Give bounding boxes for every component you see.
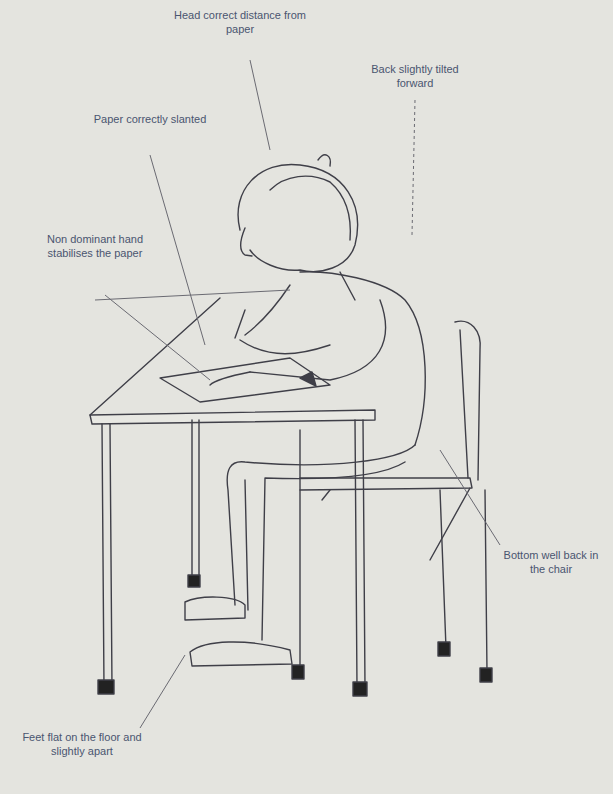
callout-label: Head correct distance from paper [165, 8, 315, 36]
callout-label: Back slightly tilted forward [355, 62, 475, 90]
leader-lines [95, 60, 500, 728]
callout-label: Bottom well back in the chair [495, 548, 607, 576]
callout-label: Non dominant hand stabilises the paper [40, 232, 150, 260]
callout-label: Paper correctly slanted [90, 112, 210, 126]
callout-label: Feet flat on the floor and slightly apar… [12, 730, 152, 758]
